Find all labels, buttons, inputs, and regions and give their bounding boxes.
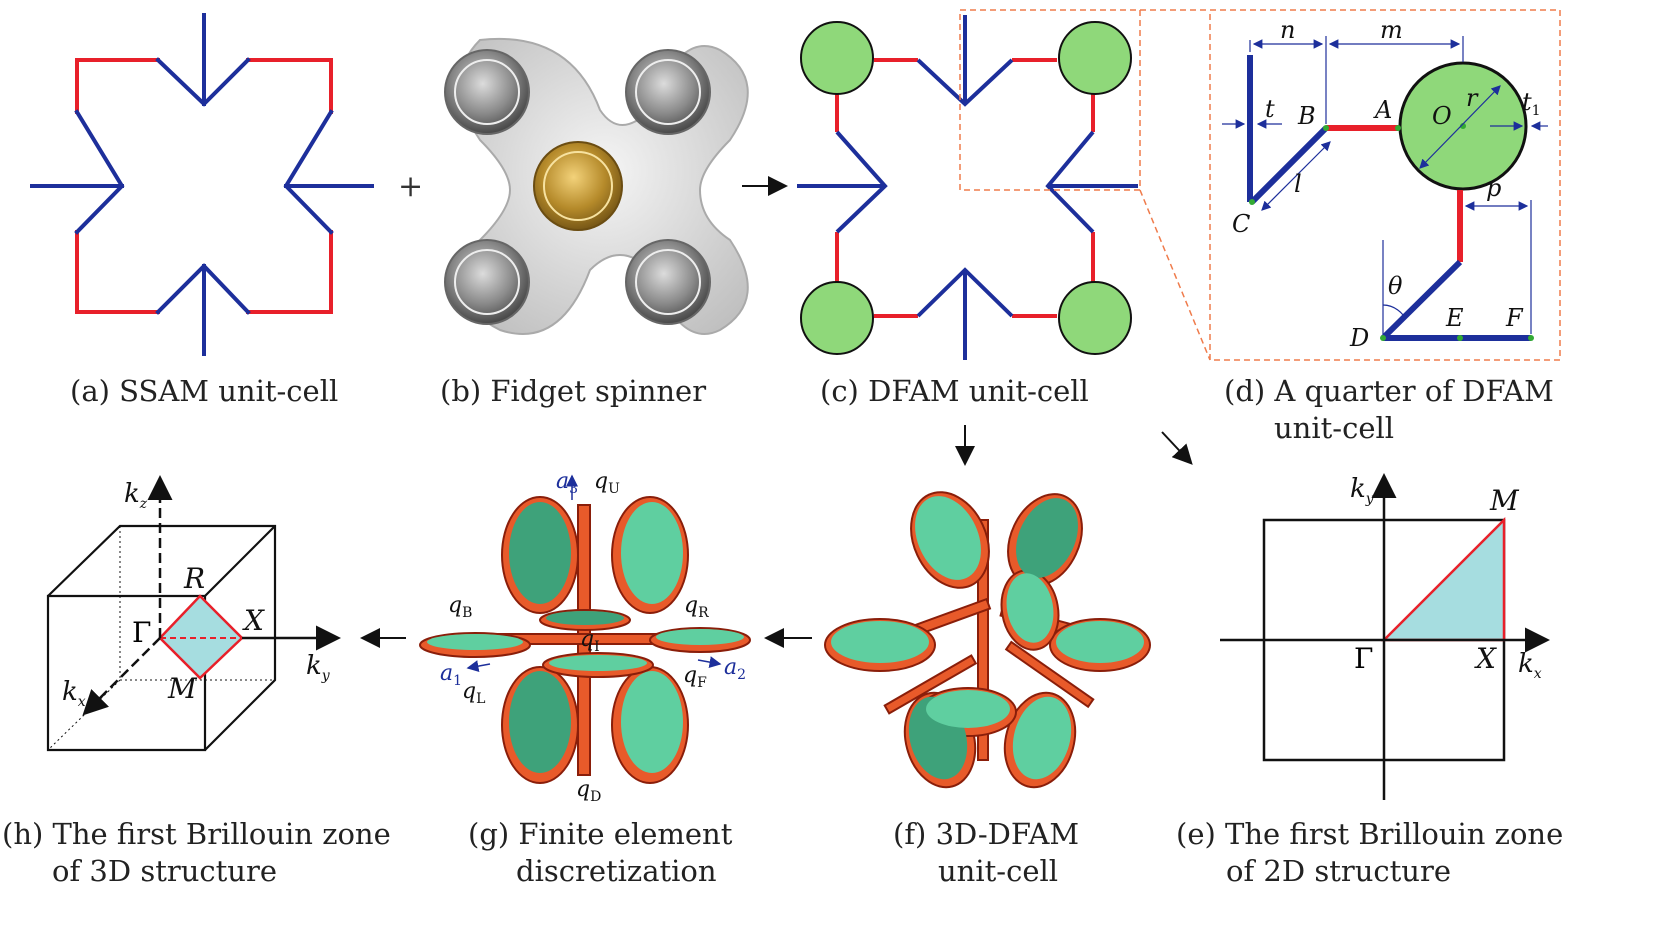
caption-a: (a) SSAM unit-cell — [70, 374, 338, 408]
bz3d-M: M — [167, 672, 198, 705]
fe-qL: qL — [462, 679, 485, 707]
bz3d-R: R — [183, 562, 205, 595]
fe-a3: a3 — [556, 469, 578, 497]
panel-g-labels: a3 qU qB qR qI a1 qL qF a2 qD — [440, 469, 746, 805]
label-E: E — [1445, 304, 1464, 332]
bz3d-kz: kz — [124, 479, 148, 512]
caption-c: (c) DFAM unit-cell — [820, 374, 1089, 408]
label-A: A — [1373, 96, 1392, 124]
label-F: F — [1505, 304, 1524, 332]
panel-d-quarter: n m t B A O r t1 C l p θ D E F — [1222, 16, 1548, 352]
fe-qI: qI — [580, 627, 600, 655]
spinner-bearing-tl — [444, 49, 530, 135]
caption-d-line2: unit-cell — [1274, 411, 1394, 445]
panel-c-dfam — [797, 15, 1138, 360]
fe-a1: a1 — [440, 661, 462, 689]
bz3d-X: X — [242, 604, 265, 637]
fe-qU: qU — [594, 469, 620, 497]
arrow-d-to-e — [1161, 431, 1193, 465]
fe-qB: qB — [448, 593, 472, 621]
label-B: B — [1297, 102, 1316, 130]
panel-h-bz3d: kz R X Γ M ky kx — [46, 475, 341, 752]
spinner-bearing-tr — [625, 49, 711, 135]
caption-h-line2: of 3D structure — [52, 854, 277, 888]
angle-theta: θ — [1388, 272, 1403, 300]
bz3d-ky: ky — [306, 651, 331, 684]
caption-g-line1: (g) Finite element — [468, 817, 733, 851]
dim-r: r — [1466, 84, 1479, 112]
caption-b: (b) Fidget spinner — [440, 374, 706, 408]
spinner-center-bearing — [533, 141, 623, 231]
panel-a-ssam — [30, 13, 374, 356]
fe-qD: qD — [576, 777, 601, 805]
dim-t: t — [1265, 95, 1275, 123]
bz3d-Gamma: Γ — [132, 616, 151, 649]
dim-t1: t1 — [1522, 88, 1541, 119]
caption-d-line1: (d) A quarter of DFAM — [1224, 374, 1554, 408]
panel-f-3d-dfam — [824, 491, 1151, 789]
bz2d-M: M — [1489, 484, 1520, 517]
caption-e-line2: of 2D structure — [1226, 854, 1451, 888]
spinner-bearing-bl — [444, 239, 530, 325]
bz3d-kx: kx — [62, 677, 86, 710]
panel-b-fidget-spinner — [444, 37, 749, 335]
label-O: O — [1432, 102, 1452, 130]
caption-e-line1: (e) The first Brillouin zone — [1176, 817, 1563, 851]
dim-m: m — [1380, 16, 1403, 44]
dim-l: l — [1294, 170, 1302, 198]
bz2d-ky: ky — [1350, 474, 1375, 507]
dim-p: p — [1486, 174, 1501, 202]
bz2d-Gamma: Γ — [1354, 642, 1373, 675]
fe-qR: qR — [684, 593, 709, 621]
caption-g-line2: discretization — [516, 854, 717, 888]
fe-a2: a2 — [724, 655, 746, 683]
label-C: C — [1232, 210, 1250, 238]
spinner-bearing-br — [625, 239, 711, 325]
dim-n: n — [1280, 16, 1295, 44]
bz2d-X: X — [1474, 642, 1497, 675]
panel-g-fe — [419, 496, 751, 784]
caption-f-line2: unit-cell — [938, 854, 1058, 888]
bz2d-kx: kx — [1518, 649, 1542, 682]
callout-dashed — [959, 9, 1561, 361]
plus-sign: + — [398, 169, 423, 204]
caption-f-line1: (f) 3D-DFAM — [893, 817, 1079, 851]
label-D: D — [1349, 324, 1369, 352]
fe-qF: qF — [683, 663, 707, 691]
panel-e-bz2d: ky M Γ X kx — [1220, 473, 1550, 800]
caption-h-line1: (h) The first Brillouin zone — [2, 817, 391, 851]
